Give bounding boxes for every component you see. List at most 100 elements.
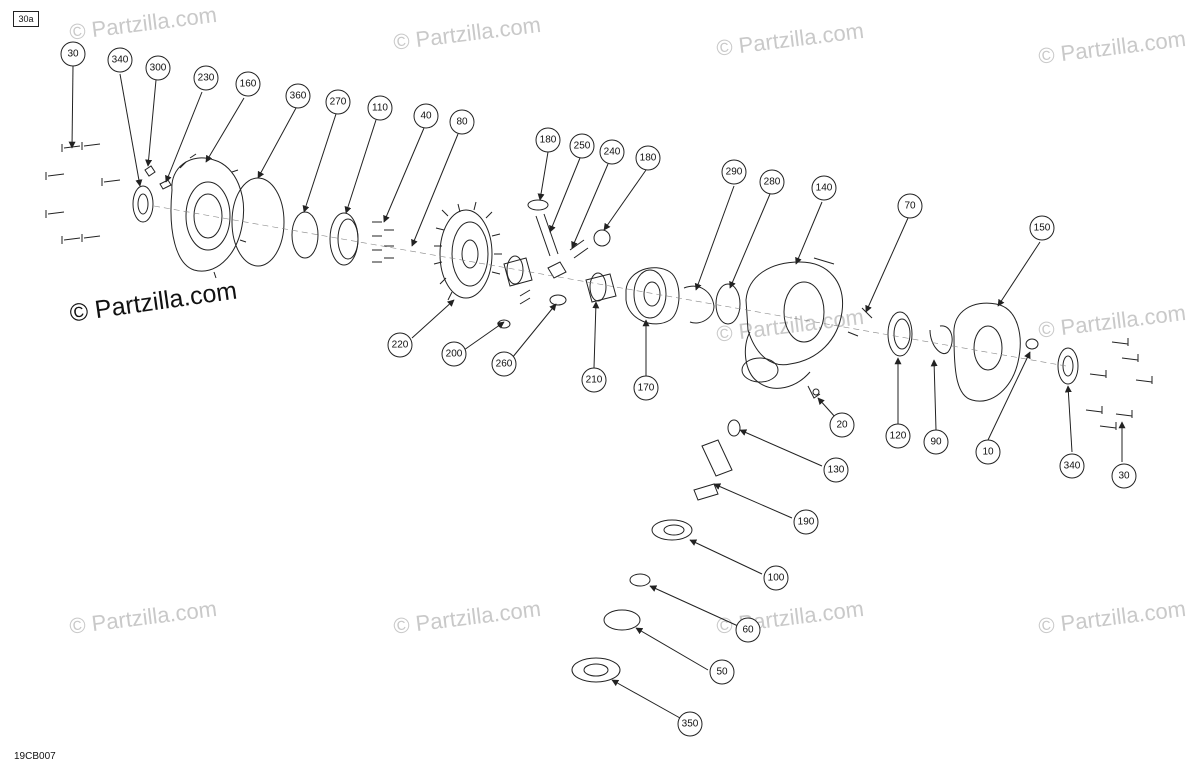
callout-circle: [325, 89, 351, 115]
callout-number: 340: [1064, 461, 1081, 472]
callout-220: 220: [387, 332, 413, 358]
end-cover-part: [953, 302, 1021, 402]
leader-lines: [68, 65, 1126, 719]
callout-160: 160: [235, 71, 261, 97]
callout-circle: [1029, 215, 1055, 241]
callout-circle: [145, 55, 171, 81]
bearing-part: [887, 311, 913, 357]
callout-170: 170: [633, 375, 659, 401]
callout-number: 90: [930, 437, 942, 448]
callout-circle: [677, 711, 703, 737]
callout-number: 70: [904, 201, 916, 212]
callout-circle: [823, 457, 849, 483]
bearing-part: [651, 519, 693, 541]
callout-circle: [193, 65, 219, 91]
callout-number: 10: [982, 447, 994, 458]
callout-300: 300: [145, 55, 171, 81]
callout-180: 180: [635, 145, 661, 171]
callout-number: 240: [604, 147, 621, 158]
pinion-shaft-part: [693, 439, 733, 501]
callout-number: 180: [540, 135, 557, 146]
callout-90: 90: [923, 429, 949, 455]
callout-number: 30: [1118, 471, 1130, 482]
seal-part: [132, 185, 154, 223]
callout-circle: [735, 617, 761, 643]
callout-circle: [599, 139, 625, 165]
nut-part: [603, 609, 641, 631]
o-ring-part: [231, 177, 285, 267]
callout-260: 260: [491, 351, 517, 377]
callout-number: 260: [496, 359, 513, 370]
callout-circle: [367, 95, 393, 121]
diagram-page-tag: 30a: [13, 11, 39, 27]
callout-number: 210: [586, 375, 603, 386]
callout-40: 40: [413, 103, 439, 129]
housing-cover-part: [170, 153, 247, 279]
circlip-part: [929, 325, 953, 354]
callout-number: 360: [290, 91, 307, 102]
callout-360: 360: [285, 83, 311, 109]
callout-280: 280: [759, 169, 785, 195]
pinion-part: [727, 419, 741, 437]
carrier-part: [625, 267, 680, 325]
callout-circle: [759, 169, 785, 195]
seal-part: [571, 657, 621, 683]
callout-340: 340: [107, 47, 133, 73]
callout-circle: [923, 429, 949, 455]
callout-80: 80: [449, 109, 475, 135]
callout-180: 180: [535, 127, 561, 153]
callout-20: 20: [829, 412, 855, 438]
callout-number: 150: [1034, 223, 1051, 234]
callout-circle: [581, 367, 607, 393]
callout-number: 220: [392, 340, 409, 351]
callout-50: 50: [709, 659, 735, 685]
callout-circle: [1111, 463, 1137, 489]
callout-number: 110: [372, 103, 388, 114]
callout-circle: [633, 375, 659, 401]
callout-150: 150: [1029, 215, 1055, 241]
callout-240: 240: [599, 139, 625, 165]
callout-10: 10: [975, 439, 1001, 465]
callout-circle: [569, 133, 595, 159]
callout-70: 70: [897, 193, 923, 219]
callout-60: 60: [735, 617, 761, 643]
callout-200: 200: [441, 341, 467, 367]
callout-circle: [975, 439, 1001, 465]
callout-number: 270: [330, 97, 347, 108]
callout-number: 120: [890, 431, 907, 442]
callout-30: 30: [60, 41, 86, 67]
callout-number: 340: [112, 55, 129, 66]
main-housing-part: [741, 257, 873, 399]
callout-30: 30: [1111, 463, 1137, 489]
callout-110: 110: [367, 95, 393, 121]
washer-part: [629, 573, 651, 587]
callout-340: 340: [1059, 453, 1085, 479]
callout-circle: [763, 565, 789, 591]
callout-number: 170: [638, 383, 655, 394]
callout-210: 210: [581, 367, 607, 393]
callout-number: 60: [742, 625, 754, 636]
callout-circle: [535, 127, 561, 153]
differential-parts: [497, 199, 617, 329]
callout-circle: [721, 159, 747, 185]
callout-250: 250: [569, 133, 595, 159]
callout-number: 250: [574, 141, 591, 152]
callout-140: 140: [811, 175, 837, 201]
callout-number: 180: [640, 153, 657, 164]
callout-circle: [441, 341, 467, 367]
callout-number: 190: [798, 517, 815, 528]
callout-circle: [897, 193, 923, 219]
callout-circle: [811, 175, 837, 201]
callout-number: 300: [150, 63, 167, 74]
callout-190: 190: [793, 509, 819, 535]
ring-part: [291, 211, 319, 259]
callout-group: 3034030023016036027011040801802502401802…: [60, 41, 1137, 737]
seal-part: [1057, 347, 1079, 385]
callout-circle: [709, 659, 735, 685]
callout-350: 350: [677, 711, 703, 737]
callout-circle: [793, 509, 819, 535]
callout-number: 80: [456, 117, 468, 128]
callout-circle: [635, 145, 661, 171]
callout-120: 120: [885, 423, 911, 449]
